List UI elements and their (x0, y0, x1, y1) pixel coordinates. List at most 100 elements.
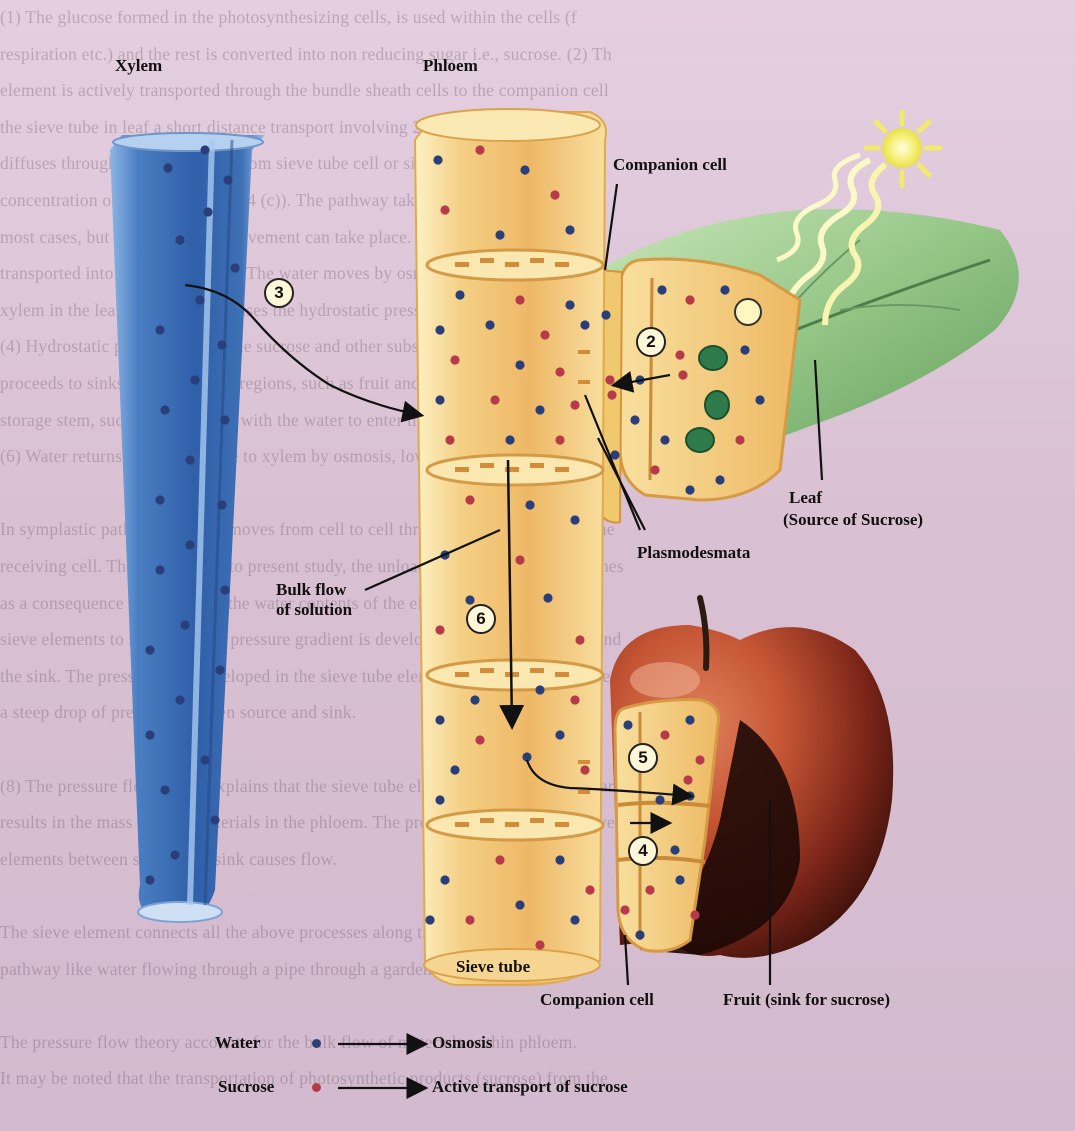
water-molecule-dot (465, 595, 474, 604)
label-plasmodesmata: Plasmodesmata (637, 543, 750, 563)
sucrose-molecule-dot (695, 755, 704, 764)
water-molecule-dot (155, 325, 164, 334)
label-leaf-source: (Source of Sucrose) (783, 510, 923, 530)
water-molecule-dot (175, 695, 184, 704)
xylem-tube-body (110, 135, 265, 918)
chloroplast (699, 346, 727, 370)
sucrose-molecule-dot (490, 395, 499, 404)
sucrose-molecule-dot (555, 367, 564, 376)
sun (882, 128, 922, 168)
water-molecule-dot (565, 225, 574, 234)
water-molecule-dot (570, 915, 579, 924)
label-xylem: Xylem (115, 56, 162, 76)
chloroplast (705, 391, 729, 419)
sucrose-molecule-dot (515, 555, 524, 564)
water-molecule-dot (525, 500, 534, 509)
label-fruit: Fruit (sink for sucrose) (723, 990, 890, 1010)
water-molecule-dot (220, 585, 229, 594)
water-molecule-dot (685, 485, 694, 494)
water-molecule-dot (435, 395, 444, 404)
sucrose-molecule-dot (495, 855, 504, 864)
label-bulk-flow: Bulk flow (276, 580, 346, 600)
sucrose-molecule-dot (683, 775, 692, 784)
water-molecule-dot (570, 515, 579, 524)
legend-sucrose-label: Sucrose (218, 1077, 274, 1097)
water-molecule-dot (601, 310, 610, 319)
sucrose-molecule-dot (607, 390, 616, 399)
water-molecule-dot (435, 715, 444, 724)
water-molecule-dot (470, 695, 479, 704)
water-molecule-dot (535, 405, 544, 414)
sieve-tube-top-opening (416, 109, 600, 141)
sucrose-molecule-dot (475, 145, 484, 154)
legend-water-meaning: Osmosis (432, 1033, 492, 1053)
label-sieve-tube: Sieve tube (456, 957, 530, 977)
sucrose-molecule-dot (465, 495, 474, 504)
water-molecule-dot (425, 915, 434, 924)
water-molecule-dot (170, 850, 179, 859)
step-6-marker: 6 (466, 604, 496, 634)
water-molecule-dot (230, 263, 239, 272)
water-molecule-dot (435, 325, 444, 334)
water-molecule-dot (515, 360, 524, 369)
xylem-bottom-opening (138, 902, 222, 922)
water-molecule-dot (203, 207, 212, 216)
sucrose-molecule-dot (580, 765, 589, 774)
water-molecule-dot (195, 295, 204, 304)
water-molecule-dot (175, 235, 184, 244)
sucrose-molecule-dot (435, 625, 444, 634)
water-molecule-dot (455, 290, 464, 299)
water-molecule-dot (215, 665, 224, 674)
nucleus (735, 299, 761, 325)
water-molecule-dot (675, 875, 684, 884)
sucrose-molecule-dot (605, 375, 614, 384)
label-companion-cell-top: Companion cell (613, 155, 727, 175)
sucrose-molecule-dot (535, 940, 544, 949)
water-molecule-dot (580, 320, 589, 329)
step-3-marker: 3 (264, 278, 294, 308)
water-molecule-dot (185, 540, 194, 549)
water-molecule-dot (685, 715, 694, 724)
sucrose-molecule-dot (540, 330, 549, 339)
legend-sucrose-dot (312, 1083, 321, 1092)
legend-sucrose-meaning: Active transport of sucrose (432, 1077, 628, 1097)
sucrose-molecule-dot (555, 435, 564, 444)
water-molecule-dot (433, 155, 442, 164)
water-molecule-dot (520, 165, 529, 174)
water-molecule-dot (145, 730, 154, 739)
water-molecule-dot (145, 875, 154, 884)
water-molecule-dot (623, 720, 632, 729)
step-2-marker: 2 (636, 327, 666, 357)
companion-cell-top-pointer (605, 184, 617, 270)
xylem-vessel (110, 133, 265, 922)
water-molecule-dot (535, 685, 544, 694)
water-molecule-dot (220, 415, 229, 424)
sucrose-molecule-dot (515, 295, 524, 304)
water-molecule-dot (485, 320, 494, 329)
water-molecule-dot (720, 285, 729, 294)
label-companion-cell-bottom: Companion cell (540, 990, 654, 1010)
water-molecule-dot (555, 730, 564, 739)
label-bulk-flow-solution: of solution (276, 600, 352, 620)
sucrose-molecule-dot (678, 370, 687, 379)
water-molecule-dot (223, 175, 232, 184)
sucrose-molecule-dot (650, 465, 659, 474)
water-molecule-dot (635, 930, 644, 939)
legend-water-dot (312, 1039, 321, 1048)
water-molecule-dot (160, 405, 169, 414)
label-leaf: Leaf (789, 488, 822, 508)
water-molecule-dot (740, 345, 749, 354)
water-molecule-dot (210, 815, 219, 824)
chloroplast (686, 428, 714, 452)
water-molecule-dot (200, 755, 209, 764)
sucrose-molecule-dot (735, 435, 744, 444)
sucrose-molecule-dot (550, 190, 559, 199)
step-5-marker: 5 (628, 743, 658, 773)
water-molecule-dot (450, 765, 459, 774)
sucrose-molecule-dot (440, 205, 449, 214)
sucrose-molecule-dot (645, 885, 654, 894)
water-molecule-dot (505, 435, 514, 444)
water-molecule-dot (670, 845, 679, 854)
